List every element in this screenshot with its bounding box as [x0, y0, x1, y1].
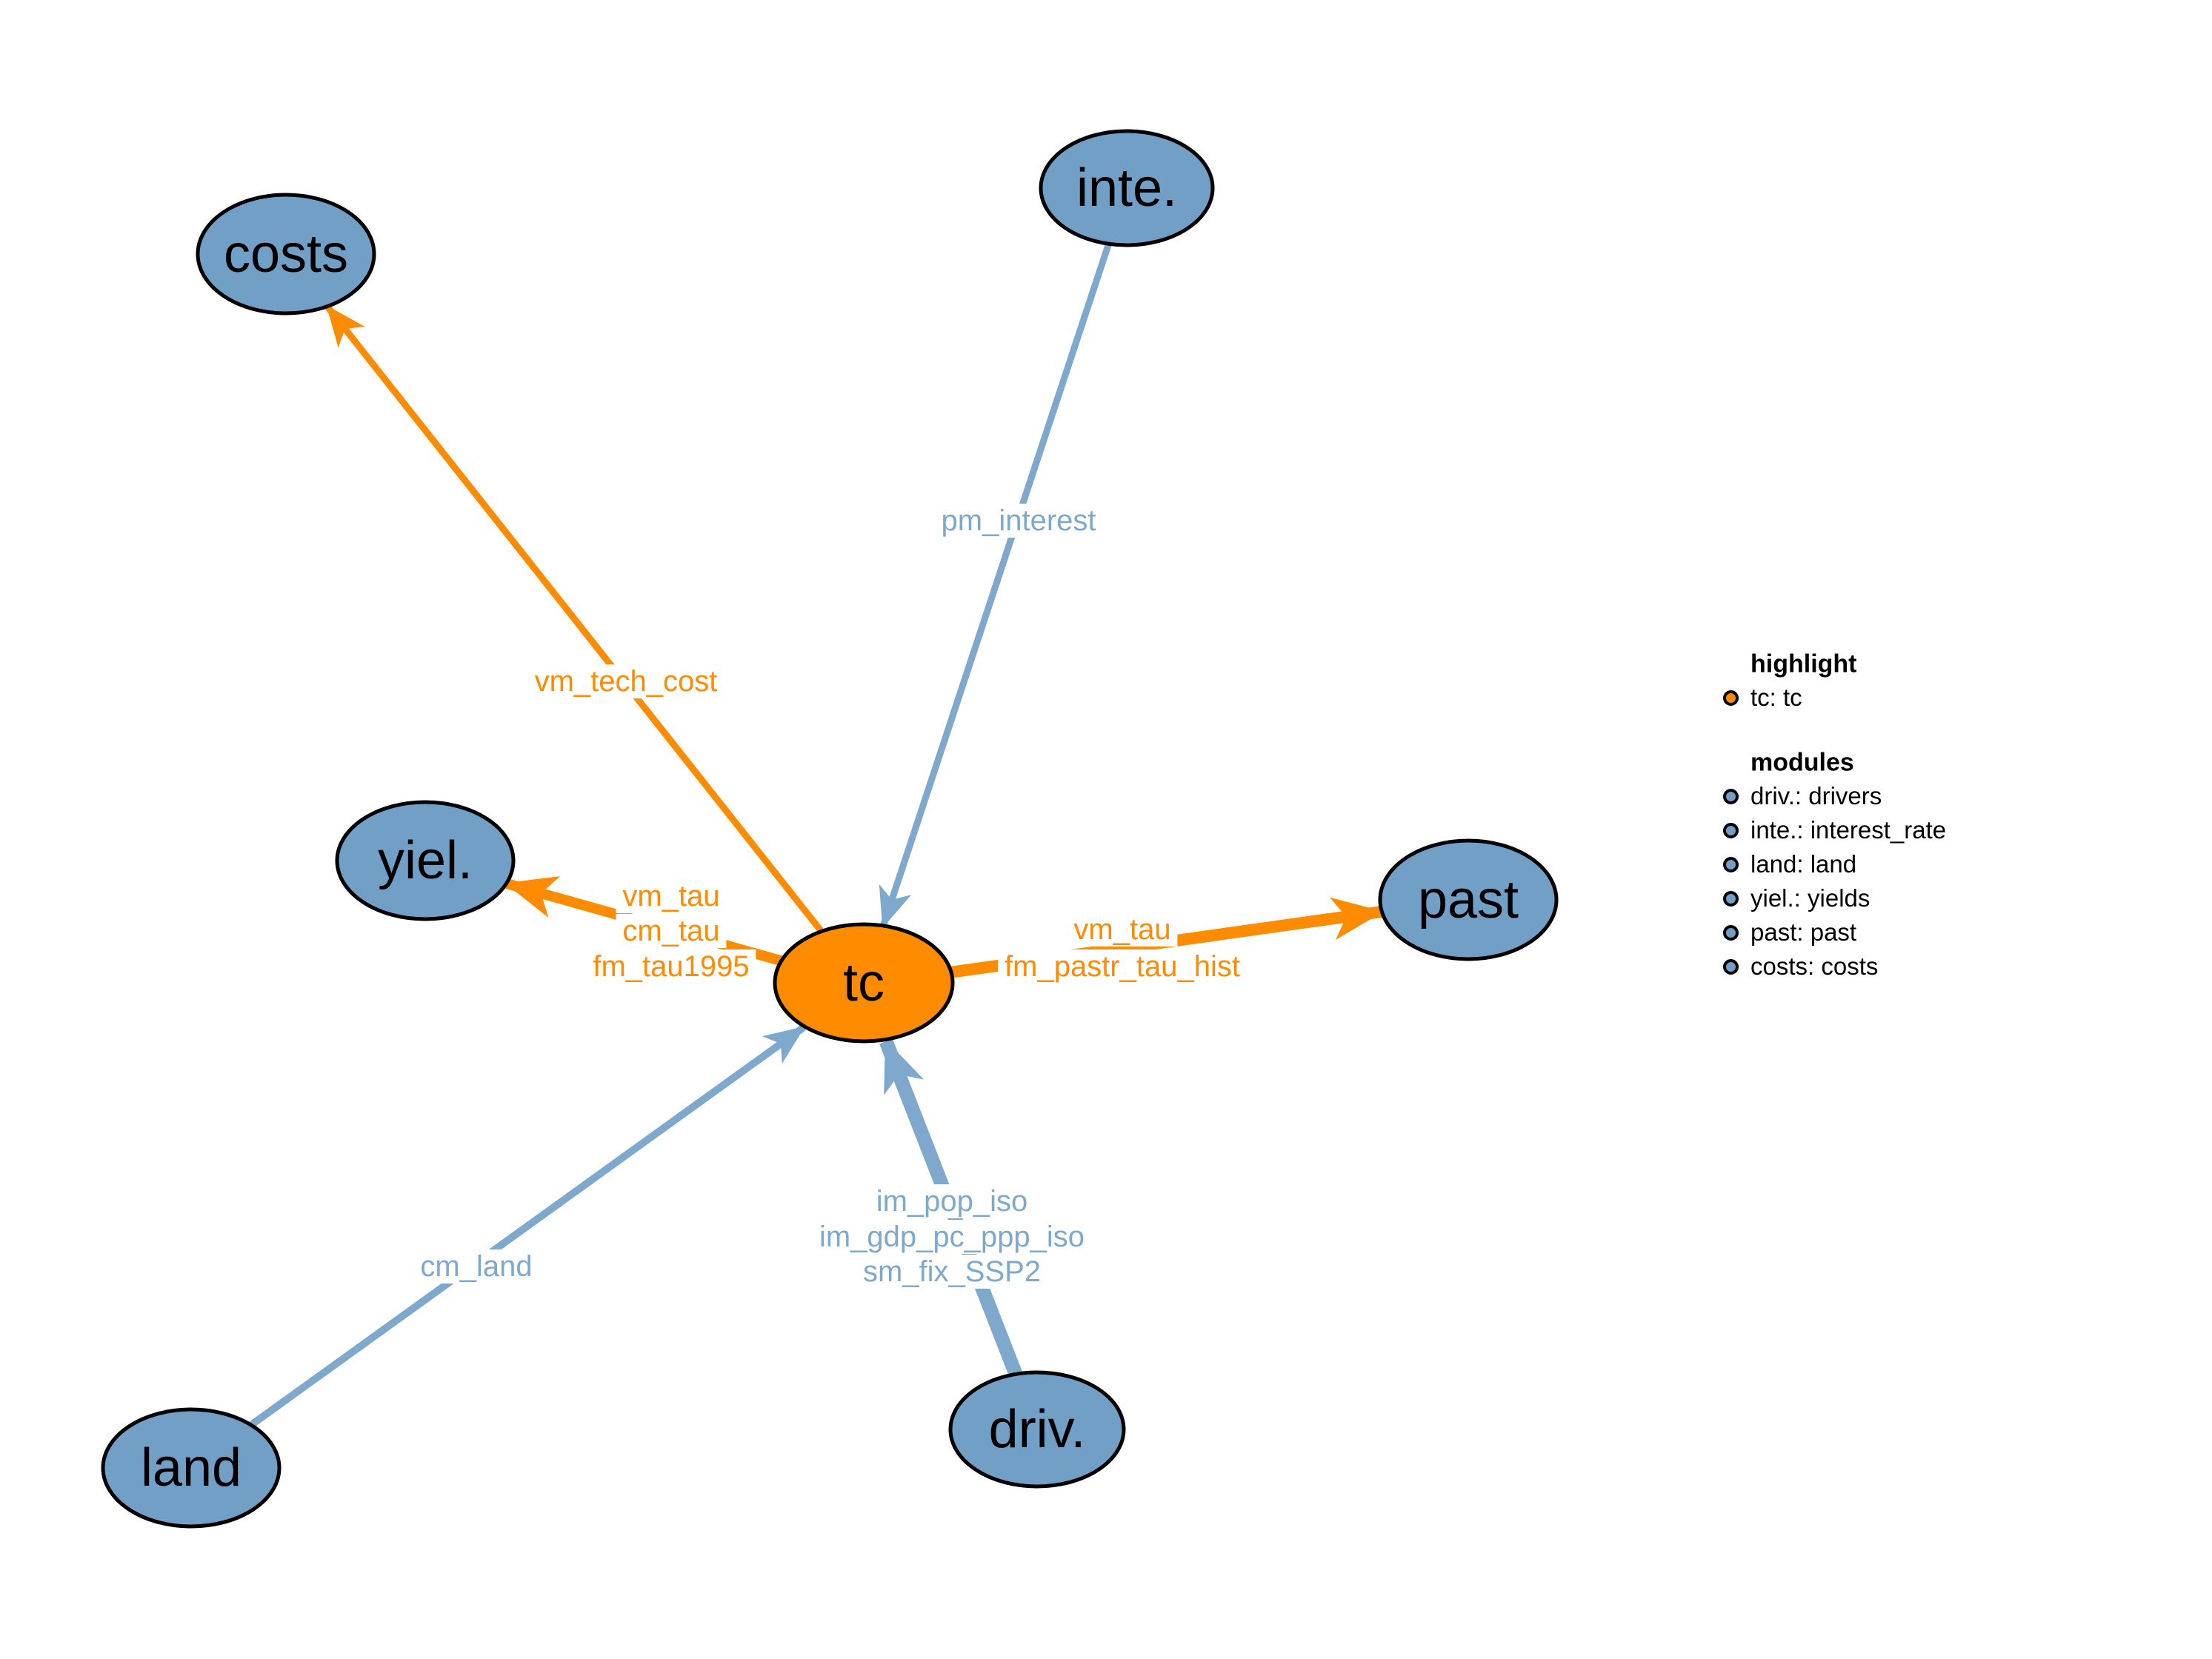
edge-label-cm-land: cm_land	[413, 1249, 539, 1284]
legend-item-costs: costs: costs	[1723, 952, 1878, 981]
node-costs-shape	[196, 193, 376, 316]
legend-item-inte: inte.: interest_rate	[1723, 816, 1946, 844]
legend-item-driv: driv.: drivers	[1723, 782, 1882, 810]
node-land-shape	[101, 1407, 282, 1529]
legend-dot-driv-icon	[1723, 788, 1739, 804]
node-label-costs: costs	[223, 224, 349, 284]
legend-dot-yiel-icon	[1723, 890, 1739, 907]
legend-dot-tc-icon	[1723, 690, 1739, 706]
edge-label-pm-interest: pm_interest	[934, 504, 1103, 538]
edge-label-fm-pastr-tau-hist: fm_pastr_tau_hist	[998, 949, 1247, 984]
node-label-inte: inte.	[1076, 158, 1178, 218]
node-inte-shape	[1039, 129, 1215, 247]
node-past-shape	[1378, 838, 1559, 961]
edge-label-vm-tau: vm_tau	[616, 879, 727, 913]
edge-label-cm-tau: cm_tau	[616, 914, 727, 948]
legend-item-tc: tc: tc	[1723, 684, 1802, 712]
legend-item-past: past: past	[1723, 918, 1856, 947]
legend-dot-past-icon	[1723, 924, 1739, 941]
node-label-past: past	[1417, 870, 1519, 929]
legend-highlight-title: highlight	[1750, 650, 1857, 678]
legend-dot-costs-icon	[1723, 958, 1739, 975]
legend-item-land: land: land	[1723, 850, 1856, 878]
edge-label-fm-tau1995: fm_tau1995	[586, 949, 756, 984]
edge-label-vm-tech-cost: vm_tech_cost	[527, 664, 724, 698]
edge-label-im-gdp-pc-ppp-iso: im_gdp_pc_ppp_iso	[812, 1220, 1092, 1254]
legend-item-yiel: yiel.: yields	[1723, 884, 1870, 912]
node-driv-shape	[948, 1370, 1126, 1489]
node-tc-shape	[773, 922, 955, 1044]
edge-land-tc	[249, 1024, 806, 1429]
edge-tc-costs	[324, 304, 825, 935]
node-label-tc: tc	[842, 953, 885, 1012]
node-label-yiel: yiel.	[377, 831, 473, 890]
edge-label-sm-fix-ssp2: sm_fix_SSP2	[856, 1255, 1048, 1289]
edge-label-im-pop-iso: im_pop_iso	[869, 1184, 1035, 1218]
node-label-land: land	[140, 1438, 242, 1498]
node-yiel-shape	[335, 800, 516, 921]
edge-inte-tc	[879, 241, 1113, 929]
legend-dot-inte-icon	[1723, 822, 1739, 838]
legend-modules-title: modules	[1750, 748, 1854, 777]
legend-dot-land-icon	[1723, 856, 1739, 872]
node-label-driv: driv.	[988, 1400, 1086, 1459]
edge-label-vm-tau-past: vm_tau	[1067, 912, 1178, 947]
